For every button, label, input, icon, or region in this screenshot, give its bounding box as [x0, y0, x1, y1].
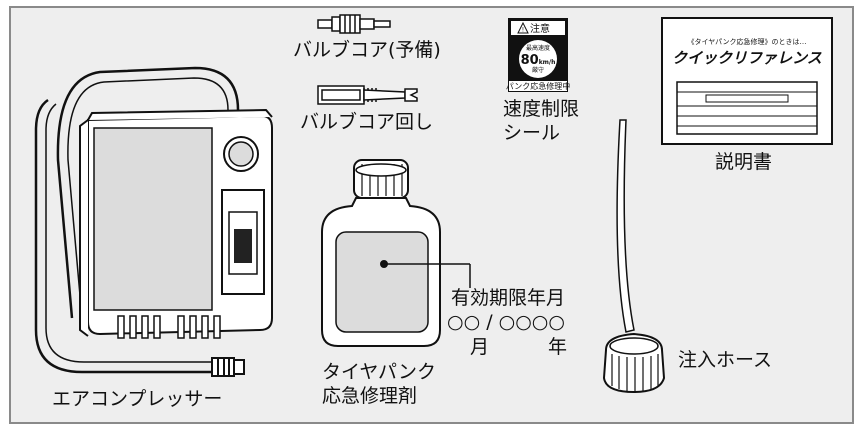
manual-cover-title: クイックリファレンス [672, 49, 822, 67]
sticker-speed-unit: km/h [539, 59, 556, 66]
speed-sticker-label: 速度制限 シール [503, 98, 579, 146]
sticker-speed-value: 80 [521, 53, 539, 68]
manual-cover-subtitle: 《タイヤパンク応急修理》のときは… [688, 37, 807, 46]
injection-hose-illustration [602, 119, 666, 394]
injection-hose-label: 注入ホース [678, 349, 773, 371]
manual-illustration: 《タイヤパンク応急修理》のときは… クイックリファレンス [661, 17, 833, 145]
sealant-label: タイヤパンク 応急修理剤 [322, 361, 436, 409]
sealant-label-line1: タイヤパンク [322, 361, 437, 383]
sticker-bottom-text: パンク応急修理中 [506, 81, 570, 91]
expiry-year-label: 年 [548, 336, 568, 358]
expiry-value-label: ○○ / ○○○○ [447, 311, 565, 333]
speed-sticker-label-line1: 速度制限 [503, 98, 580, 120]
sticker-speed-top: 最高速度 [526, 44, 550, 52]
sealant-label-line2: 応急修理剤 [322, 384, 418, 407]
svg-text:80km/h: 80km/h [521, 53, 556, 68]
sticker-obey-text: 厳守 [532, 66, 544, 74]
sticker-caution-text: 注意 [530, 22, 550, 35]
speed-sticker-label-line2: シール [503, 121, 561, 144]
expiry-title-label: 有効期限年月 [451, 287, 566, 309]
sealant-bottle-illustration [321, 159, 471, 347]
valve-core-tool-illustration [317, 85, 418, 105]
valve-core-tool-label: バルブコア回し [300, 111, 434, 133]
valve-core-spare-illustration [317, 14, 391, 34]
air-compressor-illustration [34, 66, 273, 377]
air-compressor-label: エアコンプレッサー [52, 388, 223, 410]
valve-core-spare-label: バルブコア(予備) [293, 39, 441, 61]
expiry-month-label: 月 [470, 336, 490, 358]
svg-text:!: ! [522, 27, 524, 34]
speed-limit-sticker-illustration: ! 注意 最高速度 80km/h 厳守 パンク応急修理中 [506, 18, 570, 92]
manual-label: 説明書 [715, 151, 773, 173]
